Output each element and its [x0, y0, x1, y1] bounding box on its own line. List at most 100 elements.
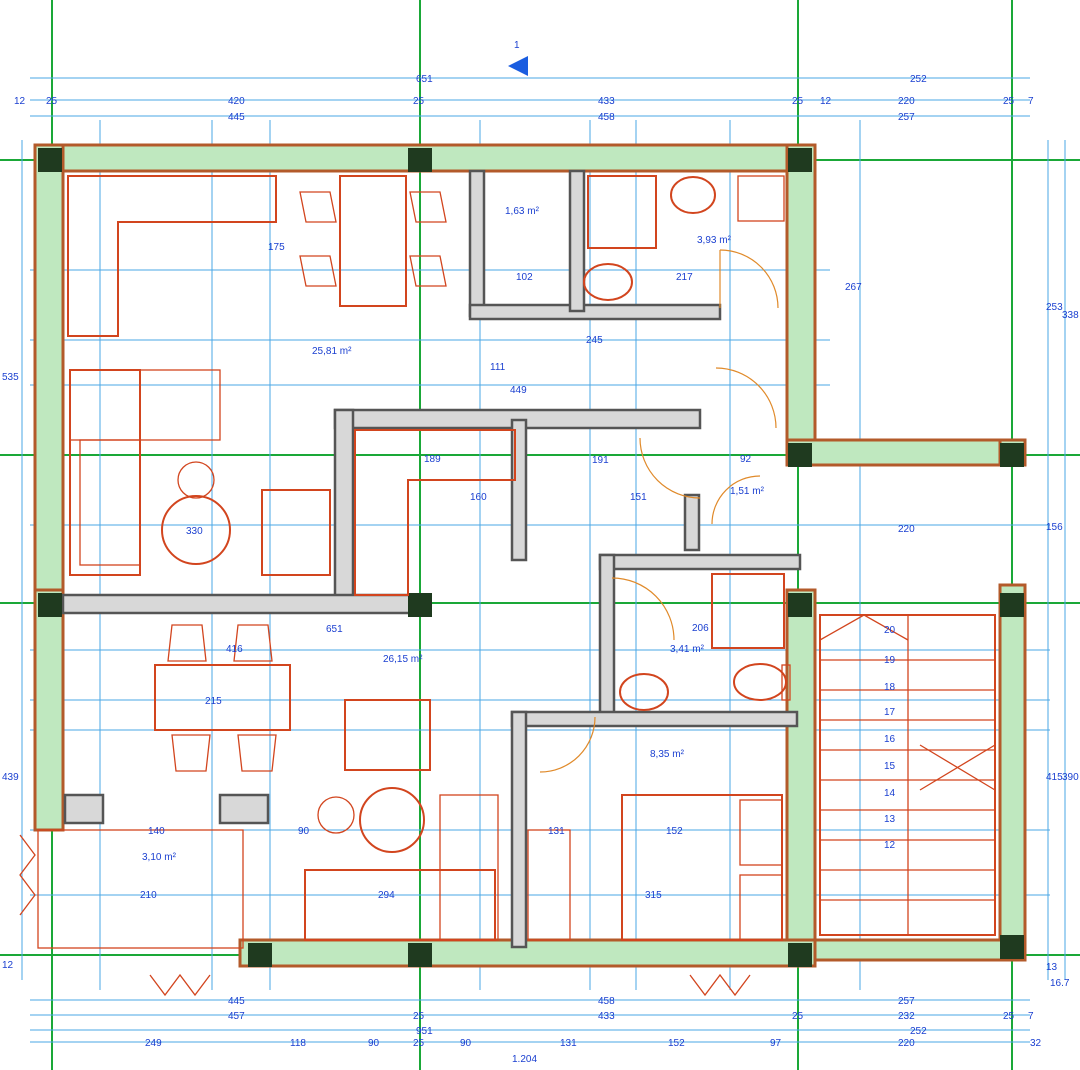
dim-bottom: 25: [792, 1011, 804, 1022]
dim-top-right-total: 252: [910, 74, 927, 85]
columns: [38, 148, 1024, 967]
dim-bottom: 97: [770, 1038, 782, 1049]
dim-inner: 294: [378, 890, 395, 901]
dim-bottom: 458: [598, 996, 615, 1007]
dim-bottom: 7: [1028, 1011, 1034, 1022]
dim-bottom: 249: [145, 1038, 162, 1049]
dim-top: 25: [413, 96, 425, 107]
room-area-living-bottom: 26,15 m²: [383, 654, 423, 665]
dim-bottom: 118: [290, 1038, 306, 1049]
dim-top: 25: [1003, 96, 1015, 107]
inner-dimensions: 449 651 267 111 102 217 245 191 189 160 …: [140, 242, 915, 901]
dim-top-total: 651: [416, 74, 433, 85]
room-area-bath-mid: 3,41 m²: [670, 644, 705, 655]
stair-step: 12: [884, 840, 896, 851]
dim-bottom: 220: [898, 1038, 915, 1049]
dim-right: 415: [1046, 772, 1063, 783]
dim-right: 13: [1046, 962, 1058, 973]
dim-top: 12: [14, 96, 26, 107]
dim-inner: 160: [470, 492, 487, 503]
north-marker-label: 1: [514, 40, 520, 51]
dim-right: 156: [1046, 522, 1063, 533]
dim-inner: 215: [205, 696, 222, 707]
dim-bottom: 90: [368, 1038, 380, 1049]
interior-walls: [61, 169, 802, 949]
dim-top: 25: [792, 96, 804, 107]
dim-inner: 416: [226, 644, 243, 655]
doors: [539, 249, 779, 773]
dim-bottom: 90: [460, 1038, 472, 1049]
stair-step: 14: [884, 788, 896, 799]
dim-top: 257: [898, 112, 915, 123]
room-area-hall: 1,51 m²: [730, 486, 765, 497]
stair-step: 18: [884, 682, 896, 693]
dim-inner: 140: [148, 826, 165, 837]
dim-top: 458: [598, 112, 615, 123]
furniture: [19, 175, 791, 997]
dim-bottom: 232: [898, 1011, 915, 1022]
dim-bottom: 25: [413, 1038, 425, 1049]
dim-bottom-total: 1.204: [512, 1054, 537, 1065]
dim-inner: 191: [592, 455, 609, 466]
dim-top: 12: [820, 96, 832, 107]
stair-step: 17: [884, 707, 896, 718]
dim-inner: 220: [898, 524, 915, 535]
room-area-bedroom: 8,35 m²: [650, 749, 685, 760]
dim-inner: 206: [692, 623, 709, 634]
dim-bottom: 25: [413, 1011, 425, 1022]
dim-top: 25: [46, 96, 58, 107]
dim-bottom: 25: [1003, 1011, 1015, 1022]
stair-step: 16: [884, 734, 896, 745]
room-area-living-top: 25,81 m²: [312, 346, 352, 357]
dim-left: 12: [2, 960, 14, 971]
dim-inner: 315: [645, 890, 662, 901]
dim-inner: 90: [298, 826, 310, 837]
dim-right: 253: [1046, 302, 1063, 313]
stair-step: 13: [884, 814, 896, 825]
dim-inner: 330: [186, 526, 203, 537]
dim-inner: 217: [676, 272, 693, 283]
room-area-wc: 1,63 m²: [505, 206, 540, 217]
dim-inner: 92: [740, 454, 752, 465]
room-labels: 25,81 m² 1,63 m² 3,93 m² 1,51 m² 26,15 m…: [142, 206, 765, 863]
bottom-dimensions: 445 458 257 457 25 433 25 232 25 7 951 2…: [145, 996, 1042, 1065]
dim-inner: 152: [666, 826, 683, 837]
stair: [819, 614, 996, 936]
dim-top: 433: [598, 96, 615, 107]
dim-inner: 210: [140, 890, 157, 901]
dim-bottom: 257: [898, 996, 915, 1007]
dim-left: 535: [2, 372, 19, 383]
dim-inner: 651: [326, 624, 343, 635]
stair-step-numbers: 20 19 18 17 16 15 14 13 12: [884, 625, 896, 851]
stair-step: 19: [884, 655, 896, 666]
dim-top: 445: [228, 112, 245, 123]
north-marker: 1: [508, 40, 528, 76]
dim-bottom: 252: [910, 1026, 927, 1037]
dim-top: 220: [898, 96, 915, 107]
dim-inner: 102: [516, 272, 533, 283]
dim-top: 7: [1028, 96, 1034, 107]
room-area-bath-top: 3,93 m²: [697, 235, 732, 246]
dim-right: 16.7: [1050, 978, 1070, 989]
dim-inner: 131: [548, 826, 565, 837]
dim-inner: 449: [510, 385, 527, 396]
side-dimensions: 253 338 156 415 390 13 16.7 535 439 12: [2, 302, 1079, 989]
dim-top: 420: [228, 96, 245, 107]
dim-right: 390: [1062, 772, 1079, 783]
dim-bottom: 445: [228, 996, 245, 1007]
dim-bottom: 32: [1030, 1038, 1042, 1049]
dim-inner: 267: [845, 282, 862, 293]
dim-bottom: 457: [228, 1011, 245, 1022]
dim-inner: 245: [586, 335, 603, 346]
dim-right: 338: [1062, 310, 1079, 321]
dim-bottom: 951: [416, 1026, 433, 1037]
dim-left: 439: [2, 772, 19, 783]
dim-inner: 111: [490, 362, 506, 373]
dim-bottom: 433: [598, 1011, 615, 1022]
top-dimensions: 651 252 12 25 420 25 433 25 12 220 25 7 …: [14, 74, 1034, 123]
exterior-walls: [33, 143, 1027, 968]
dim-inner: 175: [268, 242, 285, 253]
dim-bottom: 131: [560, 1038, 577, 1049]
dim-inner: 189: [424, 454, 441, 465]
room-area-terrace: 3,10 m²: [142, 852, 177, 863]
